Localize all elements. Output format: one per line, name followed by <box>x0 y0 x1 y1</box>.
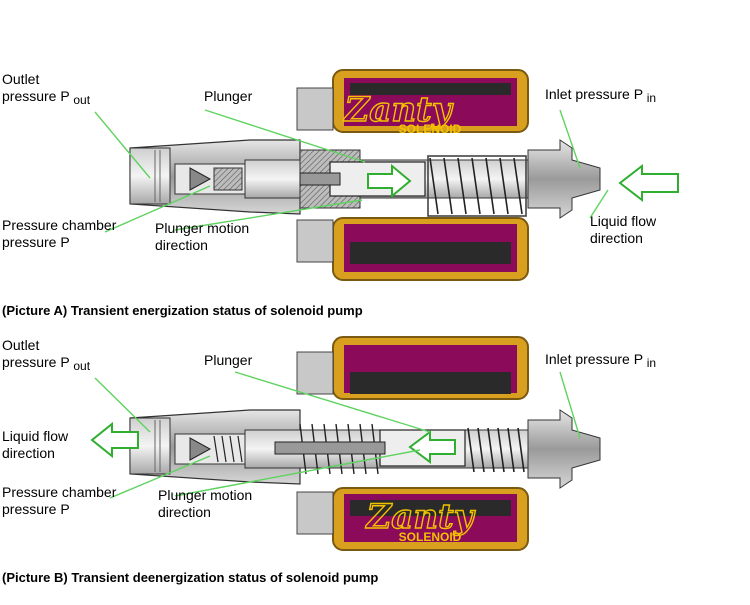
inlet-label-b-sub: in <box>646 356 657 370</box>
chamber-label-a: Pressure chamber pressure P <box>2 217 116 251</box>
pump-b: Zanty SOLENOID <box>90 336 601 551</box>
chamber-label-a-line1: Pressure chamber <box>2 217 117 233</box>
motion-label-a-line2: direction <box>155 237 208 253</box>
coil-top-b <box>332 336 529 400</box>
brand-sub-a: SOLENOID <box>399 122 462 136</box>
chamber-label-b-line2: pressure P <box>2 501 70 517</box>
chamber-label-b-line1: Pressure chamber <box>2 484 117 500</box>
motion-label-a: Plunger motion direction <box>155 220 249 254</box>
inlet-label-b-text: Inlet pressure P <box>545 351 643 367</box>
motion-label-b-line2: direction <box>158 504 211 520</box>
coil-bottom-a <box>332 217 529 281</box>
outlet-label-b-line2: pressure P <box>2 354 70 370</box>
flow-label-b-line1: Liquid flow <box>2 428 69 444</box>
flow-label-a-line1: Liquid flow <box>590 213 657 229</box>
outlet-label-b: Outlet pressure P out <box>2 337 90 375</box>
spring-a <box>427 155 527 217</box>
brand-logo-b: Zanty <box>364 497 475 537</box>
outlet-label-b-line1: Outlet <box>2 337 40 353</box>
coil-top-a <box>332 69 529 133</box>
inlet-label-a-text: Inlet pressure P <box>545 86 643 102</box>
chamber-label-a-line2: pressure P <box>2 234 70 250</box>
plunger-motion-arrow-b <box>408 430 456 464</box>
leaders-a <box>94 109 609 233</box>
brand-sub-b: SOLENOID <box>399 530 462 544</box>
plunger-motion-arrow-a <box>367 163 412 199</box>
outlet-label-a: Outlet pressure P out <box>2 71 90 109</box>
outlet-label-a-line1: Outlet <box>2 71 40 87</box>
plunger-label-a: Plunger <box>204 88 253 104</box>
outlet-label-a-line2: pressure P <box>2 88 70 104</box>
liquid-flow-arrow-b <box>90 421 139 459</box>
brand-logo-a: Zanty <box>342 90 453 130</box>
flow-label-b-line2: direction <box>2 445 55 461</box>
chamber-label-b: Pressure chamber pressure P <box>2 484 116 518</box>
outlet-label-b-sub: out <box>73 359 91 373</box>
spring-b <box>467 427 525 473</box>
caption-a: (Picture A) Transient energization statu… <box>2 303 363 318</box>
motion-label-b: Plunger motion direction <box>158 487 252 521</box>
coil-bottom-b <box>332 487 529 551</box>
motion-label-a-line1: Plunger motion <box>155 220 250 236</box>
flow-label-a-line2: direction <box>590 230 643 246</box>
outlet-label-a-sub: out <box>73 93 91 107</box>
caption-b: (Picture B) Transient deenergization sta… <box>2 570 379 585</box>
motion-label-b-line1: Plunger motion <box>158 487 253 503</box>
liquid-flow-arrow-a <box>618 163 679 203</box>
inlet-label-a-sub: in <box>646 91 657 105</box>
pump-a: Zanty SOLENOID <box>94 69 679 281</box>
flow-label-b: Liquid flow direction <box>2 428 68 462</box>
inlet-label-b: Inlet pressure P in <box>545 351 656 372</box>
leaders-b <box>94 371 581 499</box>
inlet-label-a: Inlet pressure P in <box>545 86 656 107</box>
plunger-label-b: Plunger <box>204 352 253 368</box>
flow-label-a: Liquid flow direction <box>590 213 656 247</box>
